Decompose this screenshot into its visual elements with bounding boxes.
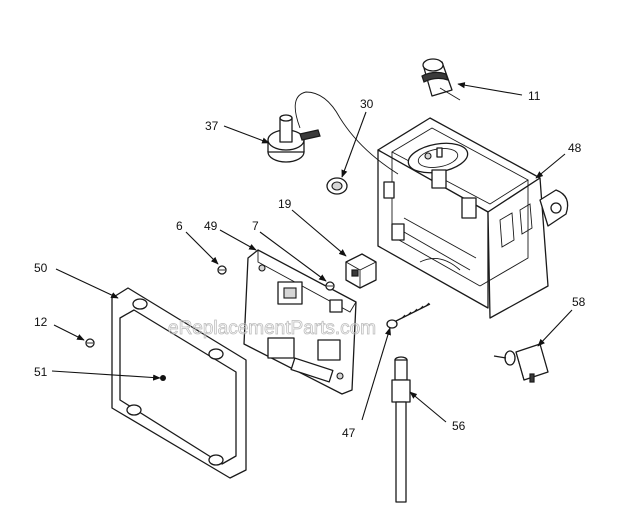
callout-30: 30 [360,97,374,111]
part-48-housing [377,117,569,319]
callout-6: 6 [176,219,183,233]
callout-56: 56 [452,419,466,433]
callout-leaders [51,82,573,423]
part-7-screw [325,281,335,291]
part-56-probe [391,356,411,503]
callout-7: 7 [252,219,259,233]
part-50-cover [111,287,247,479]
part-47-long-screw [386,302,431,329]
callout-37: 37 [205,119,219,133]
callout-50: 50 [34,261,48,275]
callout-19: 19 [278,197,292,211]
part-49-circuit-board [243,249,357,395]
callout-58: 58 [572,295,586,309]
callout-12: 12 [34,315,48,329]
part-11-sleeve [421,58,461,101]
part-58-switch [493,343,549,383]
part-19-connector [345,253,377,289]
part-12-screw [85,338,95,348]
callout-47: 47 [342,426,356,440]
callout-49: 49 [204,219,218,233]
callout-51: 51 [34,365,48,379]
callout-48: 48 [568,141,582,155]
part-37-knob [267,91,399,175]
part-6-screw [217,265,227,275]
part-30-grommet [326,177,348,195]
leader-dot-51 [160,375,166,381]
callout-11: 11 [528,89,541,103]
watermark-text: eReplacementParts.com [168,318,376,339]
